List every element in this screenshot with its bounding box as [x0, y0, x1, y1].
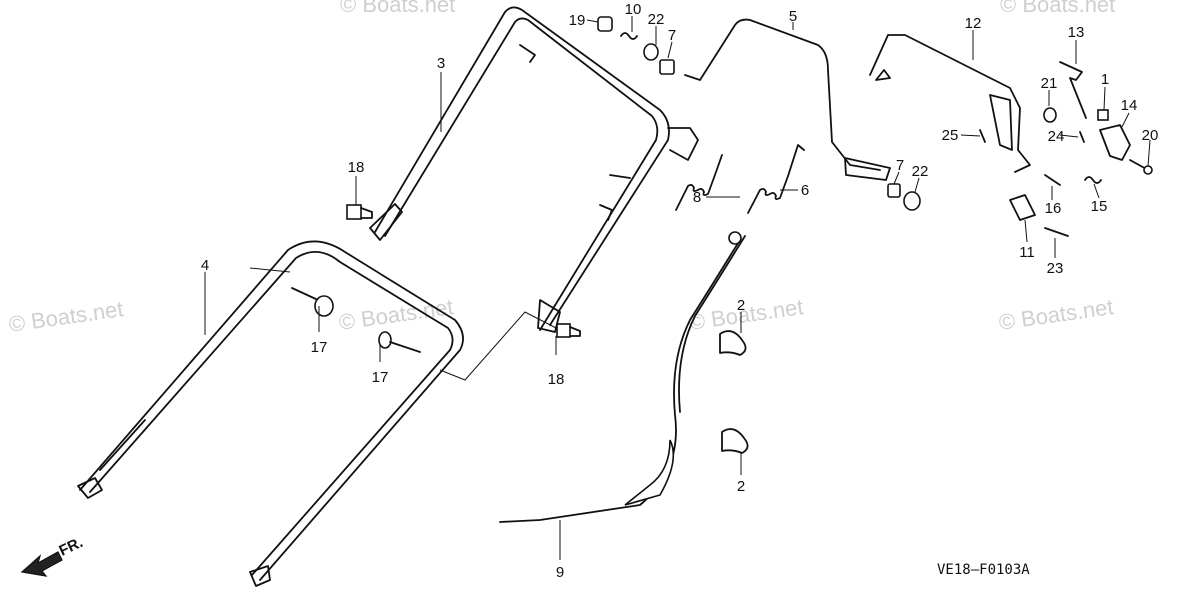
callout-18: 18 [548, 371, 565, 388]
callout-6: 6 [801, 182, 809, 199]
callout-14: 14 [1121, 97, 1138, 114]
bolt-part-16 [1044, 174, 1061, 186]
watermark: © Boats.net [340, 0, 455, 17]
callout-4: 4 [201, 257, 209, 274]
diagram-code: VE18—F0103A [937, 562, 1030, 578]
callout-17: 17 [372, 369, 389, 386]
callout-21: 21 [1041, 75, 1058, 92]
callout-25: 25 [942, 127, 959, 144]
spring-part-6 [747, 144, 805, 214]
callout-22: 22 [912, 163, 929, 180]
arrow-icon [20, 551, 63, 577]
watermark: © Boats.net [337, 294, 455, 335]
spacer-part-19 [597, 16, 613, 32]
callout-15: 15 [1091, 198, 1108, 215]
bolt-part-17 [291, 287, 334, 317]
callout-1: 1 [1101, 71, 1109, 88]
bolt-part-17 [378, 331, 421, 353]
washer-part-22 [903, 191, 921, 211]
callout-2: 2 [737, 297, 745, 314]
cable-part-9 [499, 231, 746, 523]
callout-7: 7 [896, 157, 904, 174]
callout-12: 12 [965, 15, 982, 32]
lower-handle-part-4 [77, 240, 464, 587]
spring-part-8 [675, 154, 723, 211]
pin-part-23 [1044, 227, 1069, 237]
plate-part-11 [1009, 194, 1036, 221]
callout-8: 8 [693, 189, 701, 206]
arm-part-13 [1059, 61, 1087, 119]
callout-11: 11 [1019, 244, 1035, 261]
nut-part-7 [887, 183, 901, 198]
lever-bracket-part-12 [869, 34, 1031, 173]
front-direction-arrow: FR. [20, 534, 86, 577]
nut-part-18 [346, 204, 373, 220]
callout-23: 23 [1047, 260, 1064, 277]
clip-part-2 [719, 330, 747, 356]
pin-part-24 [1079, 131, 1085, 143]
upper-handle-part-3 [369, 6, 699, 333]
callout-5: 5 [789, 8, 797, 25]
clip-part-2 [721, 428, 749, 454]
washer-part-21 [1043, 107, 1057, 123]
callout-20: 20 [1142, 127, 1159, 144]
callout-16: 16 [1045, 200, 1062, 217]
lever-part-14 [1099, 124, 1131, 161]
callout-13: 13 [1068, 24, 1085, 41]
callout-24: 24 [1048, 128, 1065, 145]
direction-label: FR. [57, 534, 86, 560]
watermarks: © Boats.net © Boats.net © Boats.net © Bo… [7, 0, 1115, 337]
callout-7: 7 [668, 27, 676, 44]
watermark: © Boats.net [1000, 0, 1115, 17]
handle-connection-leader [249, 267, 561, 381]
callouts: 3 4 18 18 17 17 19 10 22 7 5 7 22 12 13 … [201, 1, 1159, 581]
callout-17: 17 [311, 339, 328, 356]
callout-3: 3 [437, 55, 445, 72]
washer-part-22 [643, 43, 659, 61]
spring-part-10 [620, 32, 638, 40]
watermark: © Boats.net [7, 296, 125, 337]
callout-9: 9 [556, 564, 564, 581]
callout-18: 18 [348, 159, 365, 176]
nut-part-18 [556, 323, 581, 338]
nut-part-1 [1097, 109, 1109, 121]
watermark: © Boats.net [997, 294, 1115, 335]
callout-10: 10 [625, 1, 642, 18]
nut-part-7 [659, 59, 675, 75]
control-rod-part-5 [684, 18, 891, 181]
leader-lines [204, 16, 1151, 560]
callout-22: 22 [648, 11, 665, 28]
callout-2: 2 [737, 478, 745, 495]
callout-19: 19 [569, 12, 586, 29]
spring-part-15 [1084, 176, 1102, 184]
pin-part-25 [979, 129, 986, 143]
